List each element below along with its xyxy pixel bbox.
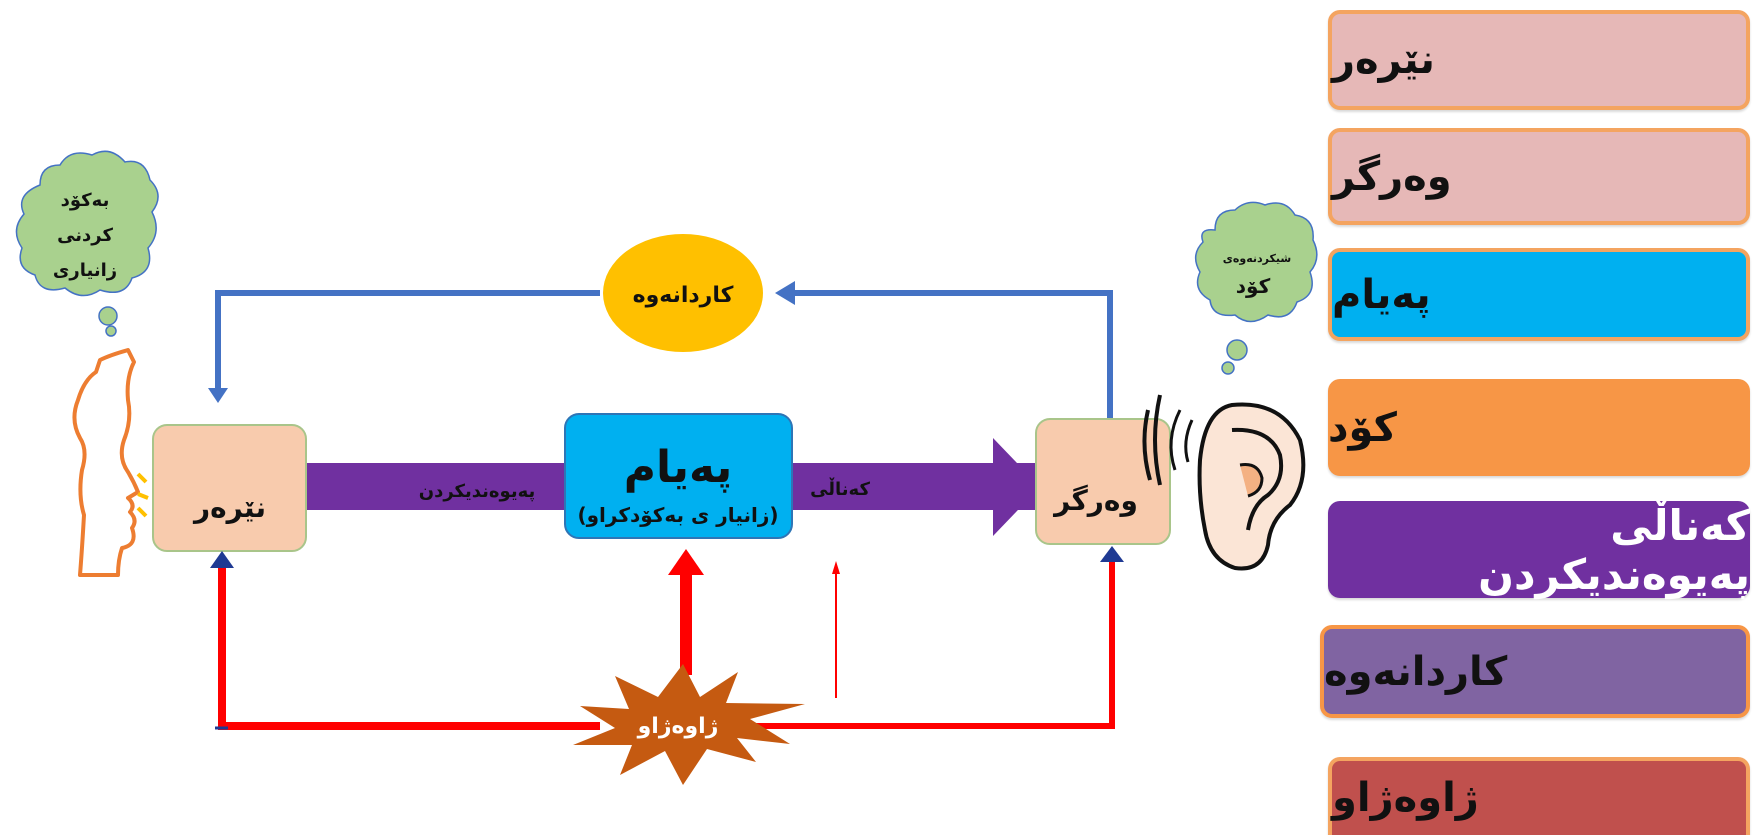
legend-item-channel: کەناڵی پەیوەندیکردن	[1328, 500, 1750, 599]
noise-lines	[210, 546, 1124, 730]
message-subtitle: (زانیار ی بەکۆدکراو)	[577, 503, 778, 527]
legend-item-sender: نێرەر	[1328, 10, 1750, 110]
legend-item-feedback: کاردانەوە	[1320, 625, 1750, 718]
legend-item-message: پەیام	[1328, 248, 1750, 341]
feedback-loop-lines	[208, 281, 1113, 420]
noise-burst	[573, 664, 805, 785]
feedback-node	[603, 234, 763, 352]
legend-feedback-label: کاردانەوە	[1324, 648, 1508, 695]
noise-label: ژاوەژاو	[637, 714, 719, 739]
encode-cloud-line-1: بەکۆد	[61, 190, 110, 211]
legend-item-receiver: وەرگر	[1328, 128, 1750, 225]
channel-left-text: پەیوەندیکردن	[419, 481, 536, 502]
message-box	[564, 413, 793, 539]
legend-noise-label: ژاوەژاو	[1332, 775, 1479, 821]
encode-cloud-line-2: کردنی	[57, 225, 113, 246]
decode-thought-cloud	[1194, 201, 1318, 375]
sender-box	[152, 424, 307, 552]
communication-diagram: کاردانەوە پەیوەندیکردن کەناڵی نێرەر وەرگ…	[15, 150, 1318, 785]
legend-sender-label: نێرەر	[1332, 37, 1435, 83]
message-title: پەیام	[624, 442, 733, 493]
encode-thought-cloud	[15, 150, 159, 337]
decode-cloud-line-2: کۆد	[1236, 274, 1271, 298]
receiver-label: وەرگر	[1052, 484, 1138, 517]
decode-cloud-line-1: شیکردنەوەی	[1223, 252, 1291, 265]
legend-message-label: پەیام	[1332, 271, 1431, 318]
legend-receiver-label: وەرگر	[1332, 153, 1452, 200]
ear-icon	[1142, 394, 1306, 571]
legend-item-code: کۆد	[1328, 379, 1750, 476]
encode-cloud-line-3: زانیاری	[53, 260, 117, 281]
speaking-head-icon	[72, 348, 149, 577]
receiver-box	[1035, 418, 1171, 545]
legend-item-noise: ژاوەژاو	[1328, 757, 1750, 835]
sender-label: نێرەر	[192, 491, 266, 524]
legend-code-label: کۆد	[1328, 404, 1397, 451]
legend-channel-label: کەناڵی پەیوەندیکردن	[1478, 500, 1750, 599]
feedback-label: کاردانەوە	[633, 283, 734, 308]
channel-right-text: کەناڵی	[810, 477, 870, 500]
